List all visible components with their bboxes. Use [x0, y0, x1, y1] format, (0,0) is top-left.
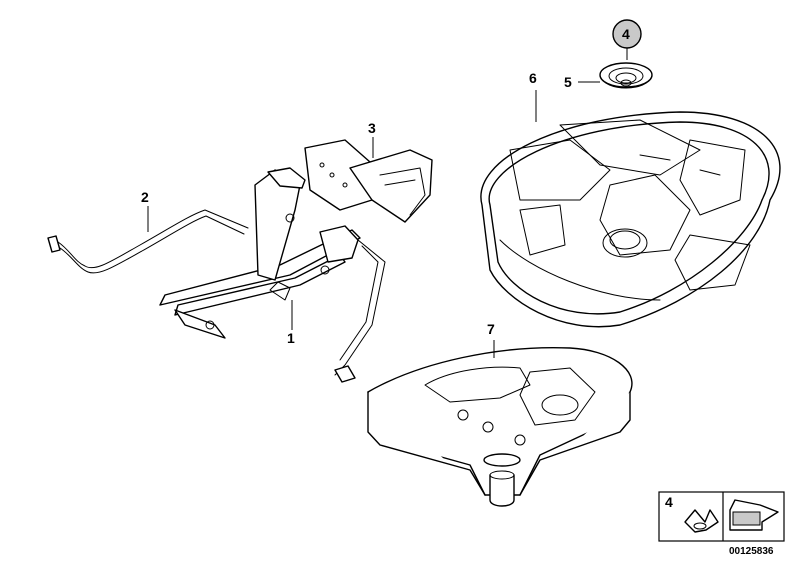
scissor-jack[interactable]: [159, 167, 386, 383]
legend-box: 4: [658, 491, 785, 542]
callout-7: 7: [487, 321, 495, 337]
callout-4: 4: [622, 26, 630, 42]
callout-4-badge: 4: [612, 19, 642, 49]
holder-bracket[interactable]: [304, 139, 433, 223]
callout-6: 6: [529, 70, 537, 86]
foam-tray-small[interactable]: [367, 346, 633, 507]
legend-item-number: 4: [665, 494, 673, 510]
callout-2: 2: [141, 189, 149, 205]
callout-1: 1: [287, 330, 295, 346]
document-id: 00125836: [729, 546, 774, 557]
arrow-icon: [729, 499, 779, 531]
cup-part[interactable]: [599, 62, 653, 89]
callout-3: 3: [368, 120, 376, 136]
wing-nut-icon: [684, 509, 719, 533]
callout-5: 5: [564, 74, 572, 90]
foam-tray-large[interactable]: [480, 111, 781, 328]
crank-handle[interactable]: [47, 209, 249, 274]
